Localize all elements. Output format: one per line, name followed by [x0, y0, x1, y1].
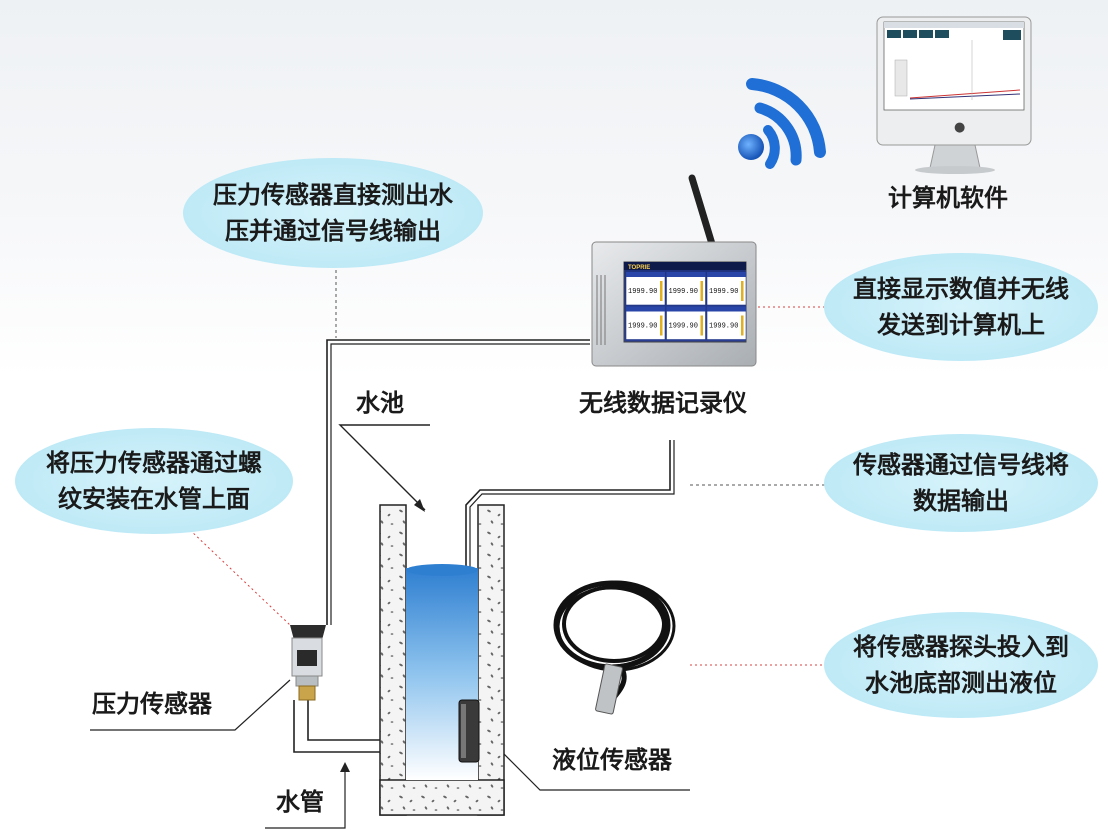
label-pressure-sensor: 压力传感器: [92, 689, 212, 718]
recorder-cell: [625, 306, 666, 340]
pressure-sensor-device: [290, 625, 326, 701]
bubble-probe-depth: 将传感器探头投入到 水池底部测出液位: [824, 612, 1098, 718]
recorder-cell-bar: [700, 281, 703, 301]
recorder-cell-bar: [741, 315, 744, 336]
recorder-cell-reading: 1999.90: [709, 288, 738, 296]
bubble-display-send-text: 直接显示数值并无线 发送到计算机上: [853, 274, 1069, 339]
recorder-cell-header: [626, 306, 665, 312]
label-pool: 水池: [356, 388, 404, 417]
pool-floor: [379, 779, 505, 816]
label-wireless-recorder: 无线数据记录仪: [579, 388, 747, 417]
pool-left-wall: [379, 504, 407, 816]
bubble-signal-output: 传感器通过信号线将 数据输出: [824, 434, 1098, 532]
water-pipe: [293, 700, 405, 753]
recorder-cell-header: [707, 272, 746, 277]
apple-logo-icon: ●: [954, 120, 965, 135]
water-pipe-inner: [307, 700, 405, 741]
recorder-cell-reading: 1999.90: [669, 288, 698, 296]
label-level-sensor: 液位传感器: [552, 745, 672, 774]
recorder-antenna: [688, 174, 716, 248]
water-pool: [379, 504, 505, 816]
bubble-pressure-output: 压力传感器直接测出水 压并通过信号线输出: [183, 158, 483, 268]
water-pipe-leader: [265, 766, 346, 829]
recorder-cell-header: [707, 306, 746, 312]
pressure-sensor-leader: [90, 679, 291, 731]
level-probe: [458, 699, 480, 763]
recorder-cell: [666, 306, 706, 340]
pool-water-surface: [406, 564, 478, 576]
bubble-thread-install-text: 将压力传感器通过螺 纹安装在水管上面: [46, 448, 262, 513]
recorder-brand: TOPRIE: [628, 265, 650, 271]
recorder-cell-reading: 1999.90: [669, 323, 698, 331]
bubble-probe-depth-text: 将传感器探头投入到 水池底部测出液位: [853, 632, 1069, 697]
recorder-cell-reading: 1999.90: [628, 288, 657, 296]
recorder-cell-bar: [660, 281, 663, 301]
recorder-cell-reading: 1999.90: [709, 323, 738, 331]
recorder-cell-reading: 1999.90: [628, 323, 657, 331]
recorder-cell-header: [666, 272, 706, 277]
recorder-cell: [666, 271, 706, 306]
computer-monitor: ●: [876, 16, 1032, 174]
recorder-screen-cells: 1999.90 1999.90 1999.90 1999.90 1999.90 1999.…: [625, 271, 747, 340]
pool-label-leader: [338, 424, 430, 511]
leader-thread-install: [189, 529, 291, 626]
pressure-signal-cable: [326, 339, 590, 625]
computer-screen-panels: [887, 30, 1021, 40]
recorder-cell-header: [666, 306, 706, 312]
bubble-display-send: 直接显示数值并无线 发送到计算机上: [824, 253, 1098, 361]
pool-right-wall: [477, 504, 505, 816]
recorder-cell: [706, 306, 747, 340]
label-water-pipe: 水管: [276, 787, 324, 816]
recorder-cell-bar: [660, 315, 663, 336]
bubble-thread-install: 将压力传感器通过螺 纹安装在水管上面: [15, 428, 293, 534]
pool-arrow-head: [414, 499, 425, 512]
recorder-cell: [706, 271, 747, 306]
recorder-cell-bar: [741, 281, 744, 301]
recorder-vent: [596, 275, 606, 345]
level-sensor-probe: [595, 663, 623, 715]
recorder-cell-bar: [700, 315, 703, 336]
recorder-cell-header: [626, 272, 665, 277]
label-computer-software: 计算机软件: [888, 183, 1008, 212]
wifi-icon: [738, 78, 826, 169]
water-pipe-arrow-head: [340, 762, 350, 772]
pressure-signal-cable-inner: [330, 343, 590, 625]
bubble-pressure-output-text: 压力传感器直接测出水 压并通过信号线输出: [213, 180, 453, 245]
bubble-signal-output-text: 传感器通过信号线将 数据输出: [853, 450, 1069, 515]
